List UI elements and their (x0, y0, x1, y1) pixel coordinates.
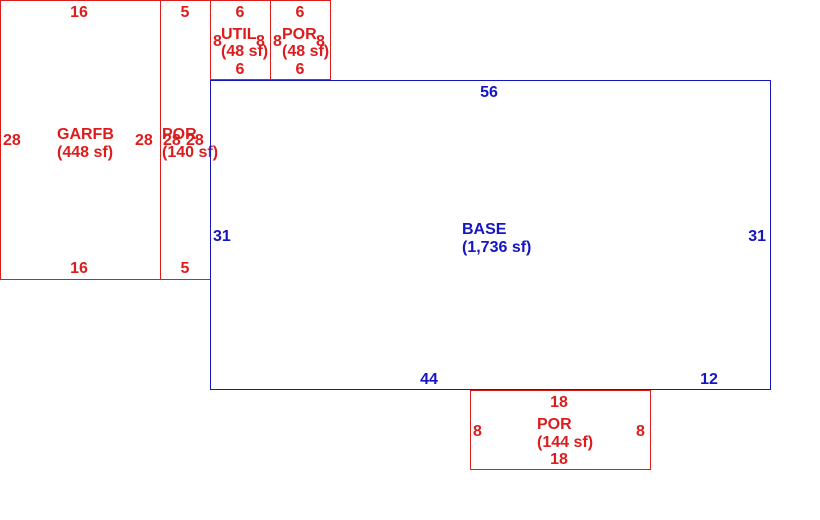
por-side-dim-bottom: 5 (181, 260, 190, 277)
area-util: 6 6 8 8 UTIL (48 sf) (210, 0, 271, 80)
area-por-top: 6 6 8 8 POR (48 sf) (270, 0, 331, 80)
garfb-dim-right: 28 (135, 132, 153, 149)
por-bottom-dim-right: 8 (636, 423, 645, 440)
por-bottom-name: POR (537, 416, 572, 433)
por-bottom-dim-left: 8 (473, 423, 482, 440)
por-top-dim-right: 8 (316, 33, 325, 50)
base-dim-left: 31 (213, 228, 231, 245)
area-base: 56 31 31 44 12 BASE (1,736 sf) (210, 80, 771, 390)
area-garfb: 16 16 28 28 GARFB (448 sf) (0, 0, 161, 280)
por-top-area: (48 sf) (282, 43, 329, 60)
garfb-area: (448 sf) (57, 144, 113, 161)
util-name: UTIL (221, 26, 257, 43)
por-side-name: POR (162, 126, 197, 143)
area-por-side: 5 5 28 28 POR (140 sf) (160, 0, 218, 280)
por-top-dim-left: 8 (273, 33, 282, 50)
util-dim-top: 6 (236, 4, 245, 21)
garfb-dim-bottom: 16 (70, 260, 88, 277)
util-area: (48 sf) (221, 43, 268, 60)
por-bottom-dim-bottom: 18 (550, 451, 568, 468)
por-bottom-dim-top: 18 (550, 394, 568, 411)
por-side-dim-left: 28 (163, 132, 181, 149)
garfb-dim-top: 16 (70, 4, 88, 21)
por-bottom-outline (470, 390, 651, 470)
por-top-dim-bottom: 6 (296, 61, 305, 78)
util-dim-right: 8 (256, 33, 265, 50)
por-top-outline (270, 0, 331, 80)
base-dim-bottom-right: 12 (700, 371, 718, 388)
por-top-dim-top: 6 (296, 4, 305, 21)
base-area: (1,736 sf) (462, 239, 531, 256)
base-name: BASE (462, 221, 507, 238)
por-side-area: (140 sf) (162, 144, 218, 161)
por-side-dim-top: 5 (181, 4, 190, 21)
area-por-bottom: 18 18 8 8 POR (144 sf) (470, 390, 651, 470)
garfb-name: GARFB (57, 126, 114, 143)
util-dim-bottom: 6 (236, 61, 245, 78)
base-dim-bottom-left: 44 (420, 371, 438, 388)
por-side-dim-right: 28 (186, 132, 204, 149)
base-outline (210, 80, 771, 390)
base-dim-right: 31 (748, 228, 766, 245)
por-top-name: POR (282, 26, 317, 43)
garfb-dim-left: 28 (3, 132, 21, 149)
base-dim-top: 56 (480, 84, 498, 101)
por-bottom-area: (144 sf) (537, 434, 593, 451)
util-dim-left: 8 (213, 33, 222, 50)
